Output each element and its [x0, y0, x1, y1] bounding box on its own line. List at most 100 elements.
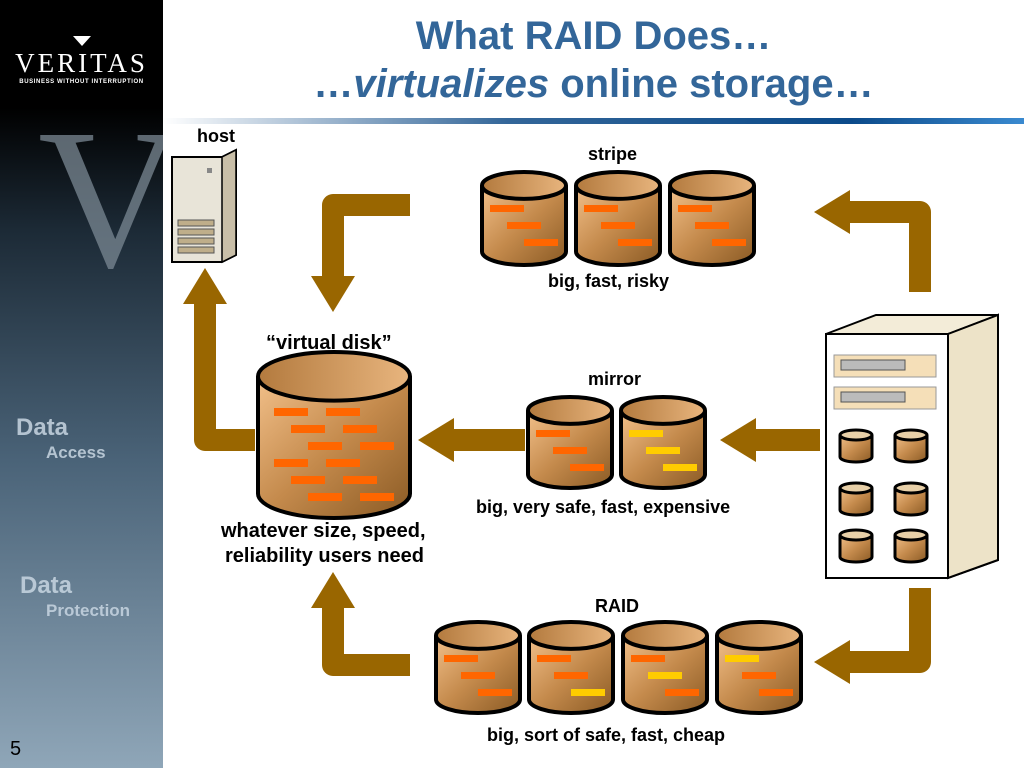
host-computer-icon — [171, 148, 237, 264]
veritas-v-watermark: V — [38, 100, 163, 310]
arrowhead-icon — [720, 418, 756, 462]
array-disk-icon — [838, 428, 874, 464]
array-disk-icon — [893, 528, 929, 564]
title-prefix: … — [313, 62, 354, 106]
raid-label: RAID — [595, 596, 639, 616]
raid-disk — [527, 620, 615, 715]
parity-block — [629, 430, 663, 437]
data-block — [759, 689, 793, 696]
title-suffix: online storage… — [549, 62, 874, 106]
arrowhead-icon — [418, 418, 454, 462]
title-line-2: …virtualizes online storage… — [163, 60, 1024, 108]
logo-tagline: BUSINESS WITHOUT INTERRUPTION — [19, 79, 144, 85]
data-block — [343, 425, 377, 433]
arrow-shaft — [850, 201, 931, 292]
raid-disk — [434, 620, 522, 715]
stripe-description: big, fast, risky — [548, 271, 670, 291]
data-block — [326, 408, 360, 416]
data-block — [524, 239, 558, 246]
array-disk-icon — [893, 428, 929, 464]
data-block — [360, 442, 394, 450]
array-disk-icon — [838, 481, 874, 517]
logo-mark-icon — [72, 36, 91, 46]
arrow-raid-to-virtual — [311, 572, 410, 676]
stripe-disk — [480, 170, 568, 267]
data-block — [631, 655, 665, 662]
slide-title: What RAID Does… …virtualizes online stor… — [163, 12, 1024, 108]
sidebar-label-protection: Protection — [46, 601, 131, 620]
arrowhead-icon — [311, 276, 355, 312]
arrow-array-to-raid — [814, 588, 931, 684]
data-block — [478, 689, 512, 696]
data-block — [554, 672, 588, 679]
data-block — [712, 239, 746, 246]
data-block — [601, 222, 635, 229]
parity-block — [663, 464, 697, 471]
parity-block — [725, 655, 759, 662]
array-disk-icon — [893, 481, 929, 517]
parity-block — [648, 672, 682, 679]
sidebar-label-data: Data — [16, 414, 69, 441]
mirror-disk — [619, 395, 707, 490]
veritas-logo: VERITAS BUSINESS WITHOUT INTERRUPTION — [0, 36, 163, 85]
arrow-shaft — [322, 605, 410, 676]
virtual-disk — [256, 350, 412, 520]
stripe-disk — [668, 170, 756, 267]
virtual-disk-label: “virtual disk” — [266, 332, 392, 354]
title-emphasis: virtualizes — [353, 62, 550, 106]
arrowhead-icon — [814, 190, 850, 234]
data-block — [490, 205, 524, 212]
arrow-virtual-to-host — [183, 268, 255, 451]
arrow-to-virtual-from-stripe — [311, 194, 410, 312]
storage-array-icon — [825, 313, 999, 580]
array-disk-icon — [838, 528, 874, 564]
virtual-disk-description-2: reliability users need — [225, 545, 424, 567]
data-block — [695, 222, 729, 229]
data-block — [308, 493, 342, 501]
title-rule — [163, 118, 1024, 124]
data-block — [665, 689, 699, 696]
host-label: host — [197, 126, 235, 146]
virtual-disk-description-1: whatever size, speed, — [221, 520, 426, 542]
arrowhead-icon — [311, 572, 355, 608]
data-block — [343, 476, 377, 484]
sidebar-label-access: Access — [46, 443, 106, 462]
stripe-disk — [574, 170, 662, 267]
title-line-1: What RAID Does… — [415, 14, 772, 58]
arrow-shaft — [322, 194, 410, 278]
logo-name: VERITAS — [15, 48, 148, 78]
data-block — [742, 672, 776, 679]
stripe-label: stripe — [588, 144, 638, 164]
arrow-array-to-stripe — [814, 190, 931, 292]
raid-description: big, sort of safe, fast, cheap — [487, 725, 726, 745]
data-block — [274, 459, 308, 467]
data-block — [536, 430, 570, 437]
arrow-array-to-mirror — [720, 418, 820, 462]
sidebar-label-data-2: Data — [20, 572, 73, 599]
raid-disk — [715, 620, 803, 715]
parity-block — [646, 447, 680, 454]
mirror-description: big, very safe, fast, expensive — [476, 497, 731, 517]
data-block — [553, 447, 587, 454]
data-block — [584, 205, 618, 212]
slide-number: 5 — [10, 738, 22, 760]
data-block — [291, 476, 325, 484]
arrow-shaft — [850, 588, 931, 673]
data-block — [326, 459, 360, 467]
raid-disk — [621, 620, 709, 715]
data-block — [291, 425, 325, 433]
data-block — [274, 408, 308, 416]
mirror-label: mirror — [588, 369, 642, 389]
data-block — [360, 493, 394, 501]
arrow-mirror-to-virtual — [418, 418, 525, 462]
sidebar-banner: V VERITAS BUSINESS WITHOUT INTERRUPTION … — [0, 0, 163, 768]
data-block — [461, 672, 495, 679]
mirror-disk — [526, 395, 614, 490]
data-block — [308, 442, 342, 450]
data-block — [444, 655, 478, 662]
data-block — [537, 655, 571, 662]
data-block — [678, 205, 712, 212]
data-block — [618, 239, 652, 246]
arrowhead-icon — [814, 640, 850, 684]
